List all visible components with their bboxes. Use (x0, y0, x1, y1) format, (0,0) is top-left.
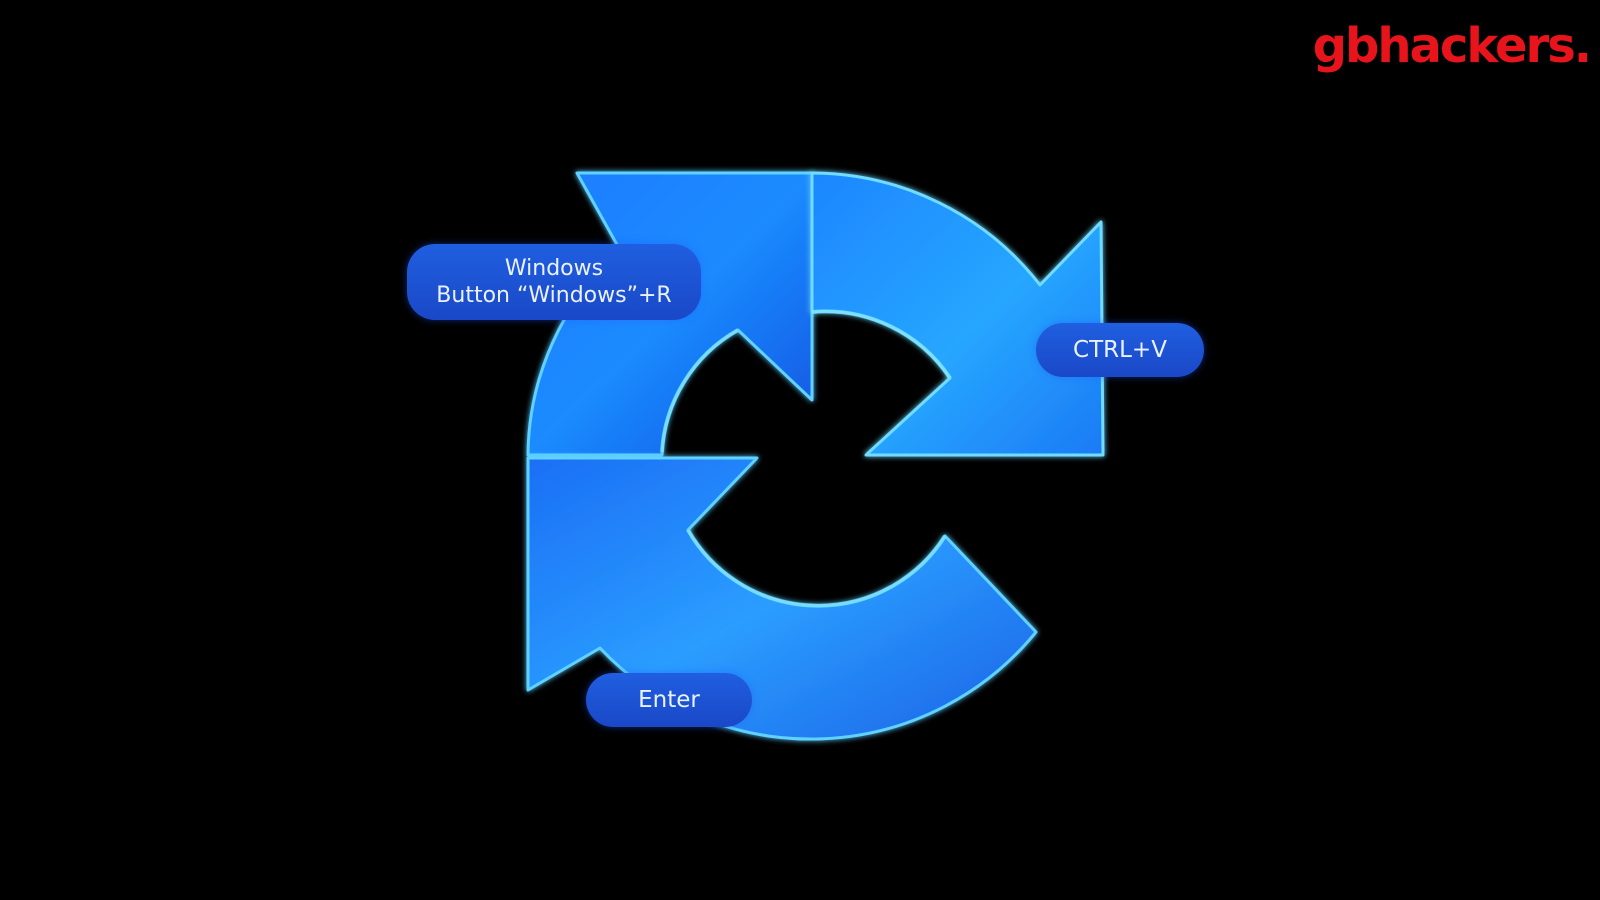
highlight-inner-right (811, 309, 952, 380)
step-enter-label: Enter (638, 687, 700, 713)
step-windows-line2: Button “Windows”+R (436, 283, 672, 308)
step-ctrl-v-label: CTRL+V (1073, 337, 1167, 363)
gbhackers-logo: gbhackers. (1312, 18, 1592, 74)
step-ctrl-v-pill: CTRL+V (1036, 323, 1204, 377)
highlight-inner-top (660, 328, 739, 453)
step-windows-line1: Windows (504, 256, 604, 281)
highlight-inner-bottom (686, 529, 947, 608)
step-enter-pill: Enter (586, 673, 752, 727)
step-windows-r-pill: Windows Button “Windows”+R (407, 244, 701, 320)
